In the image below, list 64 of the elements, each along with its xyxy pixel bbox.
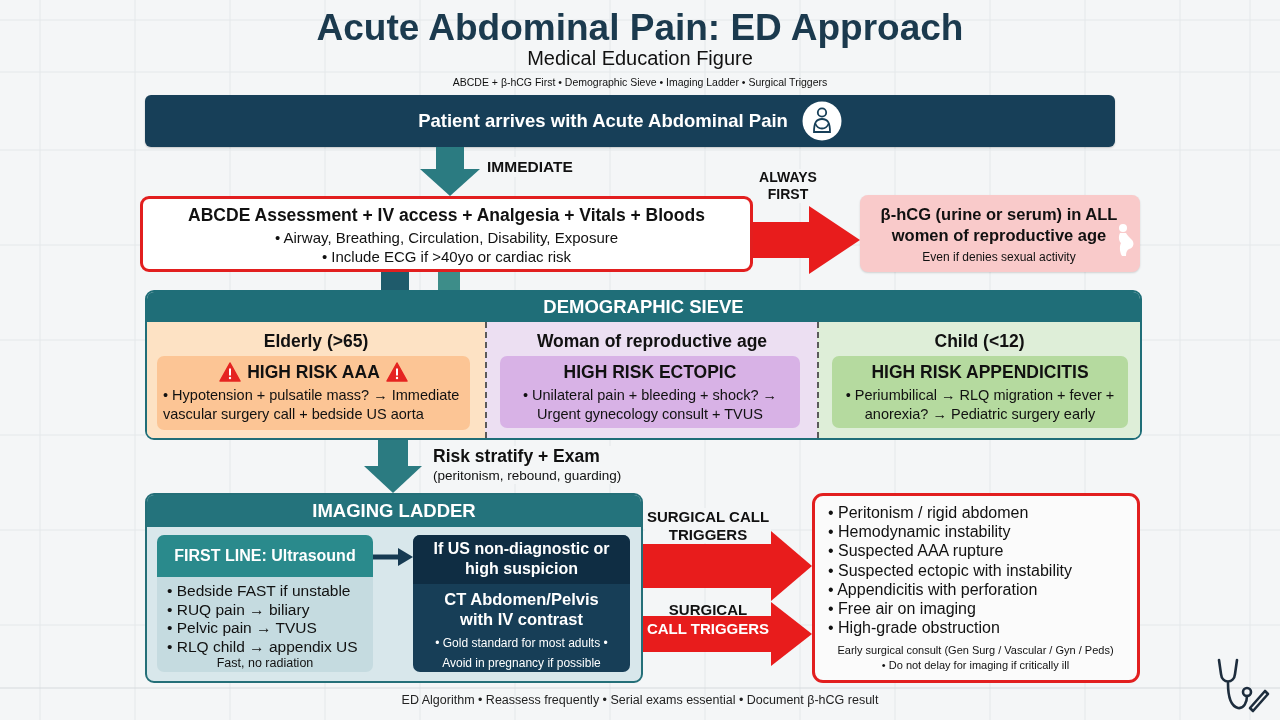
bullet-text: • Appendicitis with perforation bbox=[828, 579, 1039, 599]
column-heading: Woman of reproductive age bbox=[535, 330, 769, 352]
bullet-text: • RLQ child → appendix US bbox=[166, 637, 359, 656]
process-box bbox=[140, 196, 753, 272]
arrow bbox=[643, 531, 812, 601]
imaging-panel bbox=[145, 493, 643, 683]
box-heading: ABCDE Assessment + IV access + Analgesia + Vitals + Bloods bbox=[187, 204, 706, 226]
imaging-step-box bbox=[157, 535, 373, 672]
column-heading: Child (<12) bbox=[933, 330, 1026, 352]
start-banner bbox=[145, 95, 1115, 147]
note-text: • Gold standard for most adults • bbox=[434, 635, 609, 651]
connector-bar bbox=[438, 272, 460, 290]
note-text: Avoid in pregnancy if possible bbox=[441, 655, 602, 671]
category-column bbox=[817, 322, 1140, 438]
subtitle: Medical Education Figure bbox=[526, 46, 754, 70]
bullet-text: • Hypotension + pulsatile mass? → Immediate vascular surgery call + bedside US aorta bbox=[163, 386, 461, 424]
note-text: Even if denies sexual activity bbox=[921, 249, 1077, 265]
diagram-title: Acute Abdominal Pain: ED Approach bbox=[316, 7, 964, 49]
note-text: • Do not delay for imaging if critically ill bbox=[880, 658, 1071, 674]
trigger-box bbox=[812, 493, 1140, 683]
banner-title: Patient arrives with Acute Abdominal Pain bbox=[418, 110, 788, 132]
risk-box bbox=[832, 356, 1128, 428]
bullet-text: • Hemodynamic instability bbox=[828, 522, 1012, 542]
bullet-text: • Pelvic pain → TVUS bbox=[166, 619, 318, 638]
bullet-text: • Airway, Breathing, Circulation, Disability, Exposure bbox=[273, 228, 620, 247]
bullet-text: • Include ECG if >40yo or cardiac risk bbox=[320, 247, 573, 266]
category-column bbox=[147, 322, 485, 438]
risk-heading: HIGH RISK APPENDICITIS bbox=[870, 361, 1090, 383]
panel-heading: DEMOGRAPHIC SIEVE bbox=[147, 292, 1140, 322]
arrow bbox=[643, 602, 812, 666]
edge-label: SURGICAL CALL TRIGGERS bbox=[645, 508, 771, 543]
summary-text: ABCDE + β-hCG First • Demographic Sieve • Imaging Ladder • Surgical Triggers bbox=[451, 76, 829, 89]
arrow bbox=[753, 206, 860, 274]
risk-box bbox=[157, 356, 470, 430]
connector-bar bbox=[381, 272, 409, 290]
bullet-text: • RUQ pain → biliary bbox=[166, 600, 311, 619]
box-heading: β-hCG (urine or serum) in ALL women of reproductive age bbox=[879, 204, 1119, 246]
imaging-step-box bbox=[413, 535, 630, 672]
bullet-text: • Periumbilical → RLQ migration + fever + anorexia? → Pediatric surgery early bbox=[844, 386, 1116, 424]
step-heading: If US non-diagnostic or high suspicion bbox=[413, 535, 630, 584]
arrow bbox=[364, 440, 422, 493]
note-text: Early surgical consult (Gen Surg / Vascular / Gyn / Peds) bbox=[836, 643, 1115, 659]
footer-note: ED Algorithm • Reassess frequently • Serial exams essential • Document β-hCG result bbox=[400, 692, 880, 708]
column-heading: Elderly (>65) bbox=[262, 330, 370, 352]
risk-heading: HIGH RISK ECTOPIC bbox=[562, 361, 738, 383]
bullet-text: • Free air on imaging bbox=[828, 599, 977, 619]
bullet-text: • Suspected AAA rupture bbox=[828, 541, 1005, 561]
step-title: CT Abdomen/Pelvis with IV contrast bbox=[443, 589, 600, 629]
bullet-text: • Suspected ectopic with instability bbox=[828, 560, 1073, 580]
risk-box bbox=[500, 356, 800, 428]
bullet-text: • High-grade obstruction bbox=[828, 618, 1001, 638]
sieve-panel bbox=[145, 290, 1142, 440]
risk-heading: HIGH RISK AAA bbox=[247, 361, 380, 383]
panel-heading: IMAGING LADDER bbox=[147, 495, 641, 527]
note-text: Fast, no radiation bbox=[215, 656, 315, 671]
arrow bbox=[373, 548, 413, 566]
bullet-text: • Bedside FAST if unstable bbox=[166, 582, 352, 601]
bullet-text: • Unilateral pain + bleeding + shock? → Urgent gynecology consult + TVUS bbox=[521, 386, 779, 424]
category-column bbox=[485, 322, 817, 438]
arrow bbox=[420, 147, 480, 196]
step-heading: FIRST LINE: Ultrasound bbox=[157, 535, 373, 577]
bullet-text: • Peritonism / rigid abdomen bbox=[828, 503, 1030, 523]
alert-box bbox=[860, 195, 1140, 272]
edge-label: SURGICAL CALL TRIGGERS bbox=[645, 600, 771, 638]
